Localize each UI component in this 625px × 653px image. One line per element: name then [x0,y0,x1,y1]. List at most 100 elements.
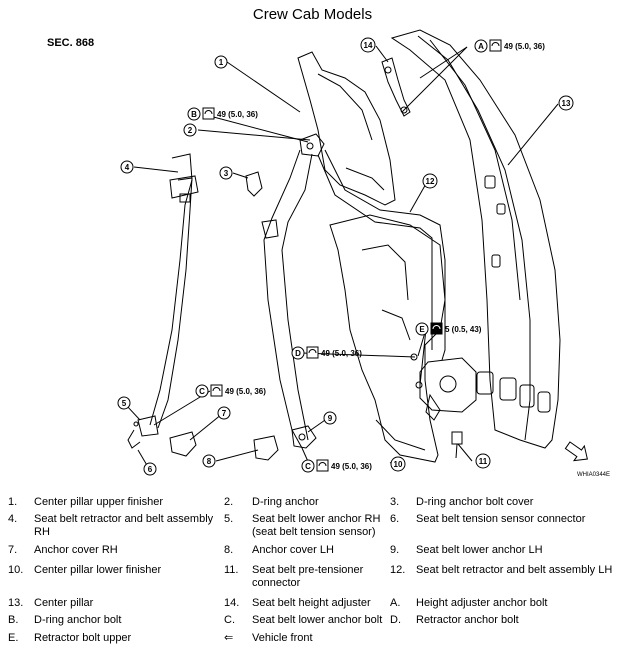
torque-B: B 49 (5.0, 36) [187,107,258,121]
legend-num: 6. [390,513,400,525]
legend-text: Seat belt lower anchor bolt [252,614,383,626]
callout-12: 12 [422,173,438,189]
seat-belt-diagram: 1 2 3 4 5 6 7 8 9 10 11 12 13 14 A 49 (5… [117,29,588,476]
legend-num: 1. [8,496,18,508]
legend-text: Seat belt height adjuster [252,597,371,609]
legend-num: 12. [390,564,406,576]
legend-num: 13. [8,597,24,609]
legend-num: 5. [224,513,234,525]
legend-text: Seat belt lower anchor RH (seat belt ten… [252,513,381,538]
upper-finisher [297,51,396,206]
callout-11: 11 [475,453,491,469]
callout-14: 14 [360,37,376,53]
svg-text:2: 2 [188,126,193,135]
legend-num: 14. [224,597,240,609]
svg-text:49 (5.0, 36): 49 (5.0, 36) [504,42,545,51]
callout-2: 2 [183,123,197,137]
pretensioner-connector [451,431,463,445]
legend-text: Anchor cover RH [34,544,118,556]
callout-3: 3 [219,166,233,180]
svg-text:5 (0.5, 43): 5 (0.5, 43) [445,325,482,334]
anchor-cover-rh [169,431,197,457]
svg-text:14: 14 [364,41,373,50]
legend-num: 3. [390,496,400,508]
image-code: WHIA0344E [577,472,611,478]
legend-text: Seat belt lower anchor LH [416,544,543,556]
legend-text: Retractor anchor bolt [416,614,519,626]
legend-num: 2. [224,496,234,508]
legend-text: Vehicle front [252,632,313,644]
legend-num: B. [8,614,19,626]
svg-text:1: 1 [219,58,224,67]
torque-C-lower: C 49 (5.0, 36) [301,459,372,473]
legend-text: Center pillar [34,597,94,609]
svg-text:12: 12 [426,177,435,186]
svg-text:13: 13 [562,99,571,108]
legend-num: 8. [224,544,234,556]
svg-text:10: 10 [394,460,403,469]
height-adjuster [381,57,411,117]
svg-text:49 (5.0, 36): 49 (5.0, 36) [321,349,362,358]
legend-num: D. [390,614,401,626]
svg-text:4: 4 [125,163,130,172]
svg-text:3: 3 [224,169,229,178]
callout-7: 7 [217,406,231,420]
svg-text:49 (5.0, 36): 49 (5.0, 36) [225,387,266,396]
svg-text:6: 6 [148,465,153,474]
legend-text: D-ring anchor [252,496,319,508]
svg-text:49 (5.0, 36): 49 (5.0, 36) [331,462,372,471]
lower-anchor-lh [291,425,317,449]
callout-1: 1 [214,55,228,69]
legend-text: Retractor bolt upper [34,632,132,644]
svg-text:9: 9 [328,414,333,423]
legend-num: C. [224,614,235,626]
callout-5: 5 [117,396,131,410]
legend-text: Center pillar upper finisher [34,496,164,508]
diagram-title: Crew Cab Models [252,6,373,23]
svg-text:A: A [478,42,484,51]
callout-8: 8 [202,454,216,468]
lower-finisher [329,214,446,463]
callout-13: 13 [558,95,574,111]
svg-text:5: 5 [122,399,127,408]
svg-text:D: D [295,349,301,358]
lower-anchor-rh [137,415,159,437]
legend-num: 9. [390,544,400,556]
legend-text: Anchor cover LH [252,544,334,556]
svg-text:B: B [191,110,197,119]
belt-rh [149,153,193,426]
legend-num: 11. [224,564,239,576]
svg-text:49 (5.0, 36): 49 (5.0, 36) [217,110,258,119]
section-label: SEC. 868 [47,37,95,49]
legend-text: Center pillar lower finisher [34,564,162,576]
d-ring-bolt-cover [245,171,263,197]
legend-num: A. [390,597,401,609]
legend-num: 7. [8,544,18,556]
legend-text: Seat belt retractor and belt assembly LH [416,564,613,576]
svg-text:7: 7 [222,409,227,418]
torque-C-upper: C 49 (5.0, 36) [195,384,266,398]
svg-text:11: 11 [479,457,488,466]
vehicle-front-arrow [564,441,588,462]
legend-text: Height adjuster anchor bolt [416,597,548,609]
vehicle-front-symbol: ⇐ [224,632,234,644]
svg-text:E: E [419,325,425,334]
legend-text: D-ring anchor bolt [34,614,122,626]
torque-E: E 5 (0.5, 43) [415,322,482,336]
callout-6: 6 [143,462,157,476]
belt-lh [324,149,446,361]
svg-text:C: C [199,387,205,396]
legend-text: Seat belt pre-tensioner connector [252,564,364,589]
legend-text: Seat belt tension sensor connector [416,513,586,525]
center-pillar [390,29,561,449]
legend-text: D-ring anchor bolt cover [416,496,534,508]
torque-A: A 49 (5.0, 36) [474,39,545,53]
svg-text:8: 8 [207,457,212,466]
legend-text: Seat belt retractor and belt assembly RH [34,513,214,538]
legend-num: 10. [8,564,24,576]
callout-4: 4 [120,160,134,174]
torque-D: D 49 (5.0, 36) [291,346,362,360]
legend-num: 4. [8,513,18,525]
callout-9: 9 [323,411,337,425]
anchor-cover-lh [253,435,279,461]
